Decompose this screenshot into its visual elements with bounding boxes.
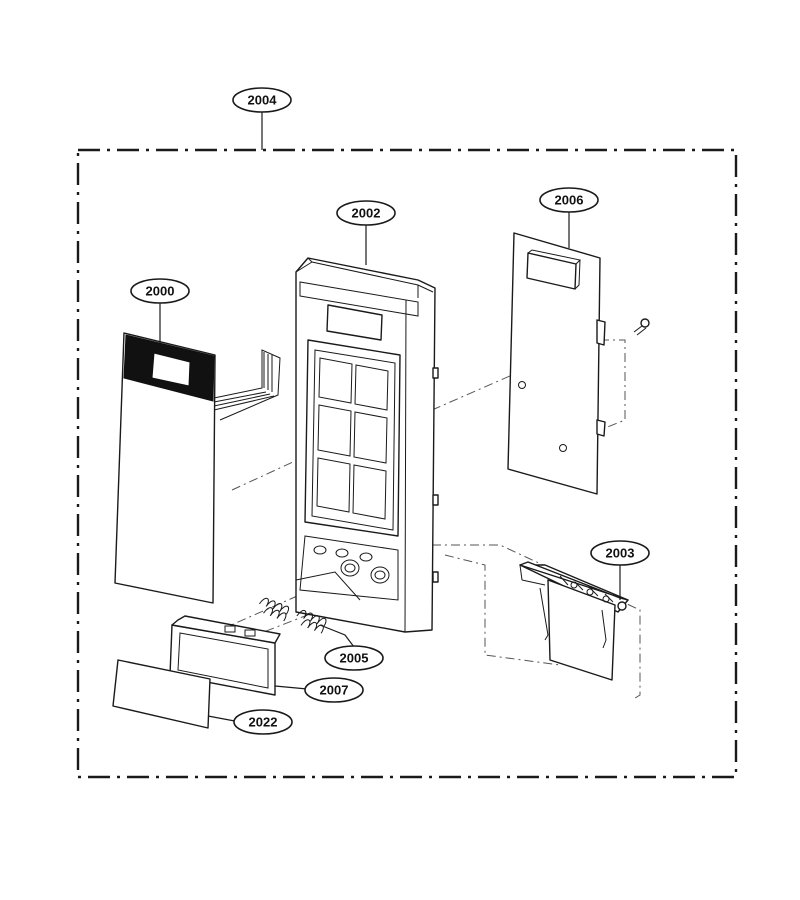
callout-2007: 2007 bbox=[304, 677, 364, 703]
callout-label-2022: 2022 bbox=[249, 715, 278, 730]
part-2006-pcb-board bbox=[507, 232, 650, 495]
callout-label-2007: 2007 bbox=[320, 683, 349, 698]
callout-2002: 2002 bbox=[336, 200, 396, 226]
part-2005-springs bbox=[259, 597, 327, 634]
part-2003-latch-lever bbox=[519, 561, 629, 681]
callout-label-2000: 2000 bbox=[146, 284, 175, 299]
callout-label-2002: 2002 bbox=[352, 206, 381, 221]
callout-2000: 2000 bbox=[130, 278, 190, 304]
callout-2006: 2006 bbox=[539, 187, 599, 213]
part-2000-membrane-overlay bbox=[114, 332, 281, 604]
callout-2004: 2004 bbox=[232, 87, 292, 113]
part-2022-label bbox=[112, 659, 211, 729]
callout-label-2004: 2004 bbox=[248, 93, 278, 108]
callout-label-2006: 2006 bbox=[555, 193, 584, 208]
callout-2022: 2022 bbox=[233, 709, 293, 735]
keypad-grid bbox=[316, 357, 389, 520]
callout-2003: 2003 bbox=[590, 540, 650, 566]
assembly-boundary-2004 bbox=[76, 148, 738, 779]
callout-2005: 2005 bbox=[324, 645, 384, 671]
part-2002-control-panel-frame bbox=[295, 257, 439, 633]
callout-label-2005: 2005 bbox=[340, 651, 369, 666]
callout-label-2003: 2003 bbox=[606, 546, 635, 561]
screw bbox=[633, 318, 650, 336]
